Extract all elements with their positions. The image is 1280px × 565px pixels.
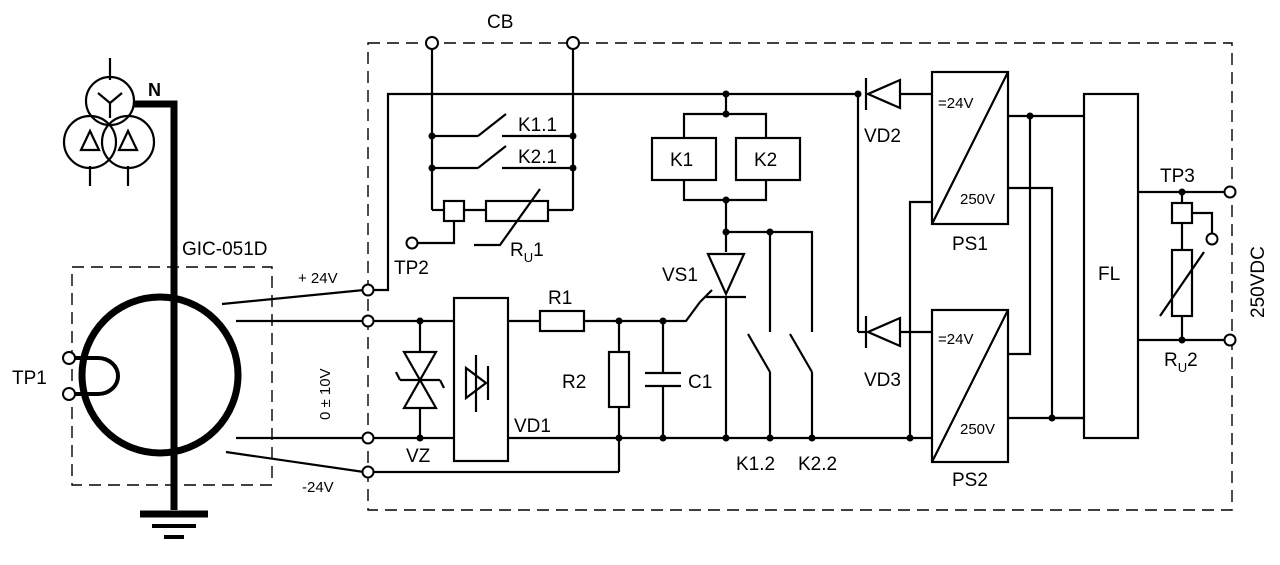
- lead-plus24: [221, 288, 365, 306]
- cb-label: CB: [487, 12, 513, 33]
- k21-contact: [432, 145, 573, 170]
- k21-label: K2.1: [518, 147, 557, 168]
- range-label: 0 ± 10V: [317, 368, 334, 420]
- k12-label: K1.2: [736, 454, 775, 475]
- ps1-label: PS1: [952, 234, 988, 255]
- neutral-conductor: [133, 100, 178, 510]
- tp2-label: TP2: [394, 258, 429, 279]
- fl-label: FL: [1098, 264, 1120, 285]
- k1-label: K1: [670, 150, 693, 171]
- vs1-label: VS1: [662, 265, 698, 286]
- sensor-core: [78, 293, 242, 457]
- lead-minus24: [225, 450, 365, 474]
- sensor-label: GIC-051D: [182, 239, 268, 260]
- ru1-label: RU1: [510, 240, 544, 265]
- vz-zener: [395, 321, 445, 438]
- output-terminal-minus: [1223, 333, 1237, 347]
- ru2-label: RU2: [1164, 350, 1198, 375]
- r1-resistor: [538, 309, 586, 333]
- tp1-label: TP1: [12, 368, 47, 389]
- k22-label: K2.2: [798, 454, 837, 475]
- k11-label: K1.1: [518, 115, 557, 136]
- vd2-diode: [864, 78, 902, 110]
- k11-contact: [432, 113, 573, 138]
- ru1-varistor: [484, 199, 550, 223]
- minus24-label: -24V: [302, 479, 334, 496]
- c1-label: C1: [688, 372, 712, 393]
- tp3-sensor: [1170, 201, 1194, 225]
- ps1-in-label: =24V: [938, 95, 973, 112]
- plus24-label: + 24V: [298, 270, 338, 287]
- neutral-label: N: [148, 80, 161, 100]
- k2-label: K2: [754, 150, 777, 171]
- k12-contact: [747, 333, 771, 373]
- ps1-out-label: 250V: [960, 191, 995, 208]
- cb-terminal-right: [566, 36, 580, 50]
- plus24-rail: [373, 92, 858, 292]
- output-terminal-plus: [1223, 185, 1237, 199]
- vz-label: VZ: [406, 446, 431, 467]
- transformer-symbol: [62, 58, 156, 186]
- cb-terminal-left: [425, 36, 439, 50]
- input-terminals: [361, 283, 375, 479]
- ps2-out-label: 250V: [960, 421, 995, 438]
- vd1-label: VD1: [514, 416, 551, 437]
- output-voltage-label: 250VDC: [1248, 246, 1269, 318]
- tp3-label: TP3: [1160, 166, 1195, 187]
- vs1-thyristor: [699, 252, 746, 303]
- fl-filter: [1082, 92, 1140, 440]
- tp2-sensor: [442, 199, 466, 223]
- vd1-diode-symbol: [464, 355, 490, 412]
- r1-label: R1: [548, 288, 572, 309]
- tp2-terminal: [405, 236, 419, 250]
- tp1-loop: [62, 351, 120, 401]
- r2-resistor: [607, 350, 631, 409]
- k1-coil: [650, 136, 718, 182]
- k22-contact: [789, 333, 813, 373]
- tp3-terminal: [1205, 232, 1219, 246]
- c1-capacitor: [645, 321, 681, 438]
- k2-coil: [734, 136, 802, 182]
- ps2-in-label: =24V: [938, 331, 973, 348]
- earth-symbol: [140, 510, 208, 539]
- vd3-diode: [864, 316, 902, 348]
- vd3-label: VD3: [864, 370, 901, 391]
- r2-label: R2: [562, 372, 586, 393]
- ps2-label: PS2: [952, 470, 988, 491]
- vd2-label: VD2: [864, 126, 901, 147]
